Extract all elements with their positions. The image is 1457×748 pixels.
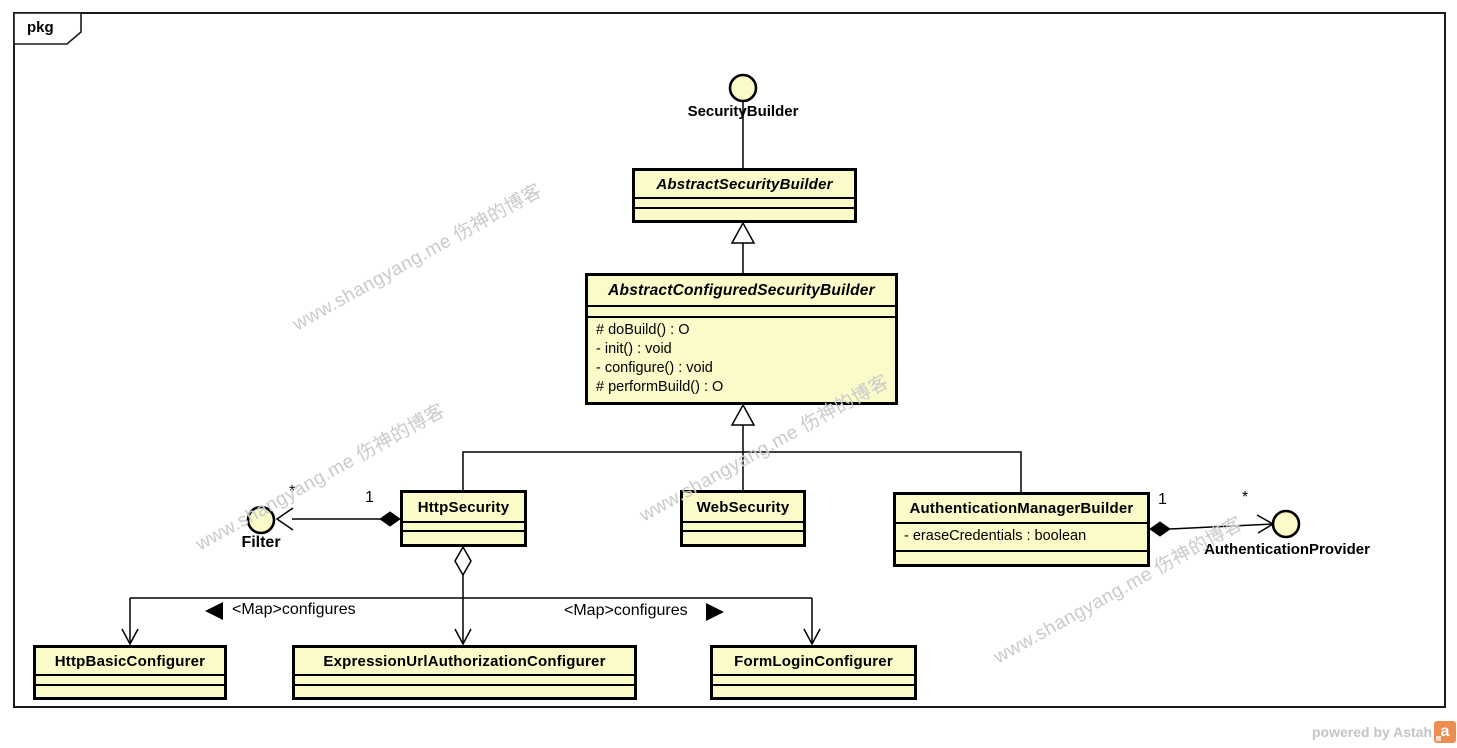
attributes-compartment [588,305,895,316]
interface-label-securitybuilder: SecurityBuilder [687,103,799,120]
attributes-compartment [635,197,854,207]
configures-bus-line [129,575,813,643]
class-expression-url-authorization-configurer: ExpressionUrlAuthorizationConfigurer [292,645,637,700]
operations-compartment [635,207,854,220]
operation: - configure() : void [596,360,713,376]
open-arrowhead-icon [275,507,294,531]
class-name: AbstractConfiguredSecurityBuilder [608,281,875,299]
operations-compartment [713,684,914,697]
attributes-compartment [403,521,524,530]
class-http-basic-configurer: HttpBasicConfigurer [33,645,227,700]
interface-label-authenticationprovider: AuthenticationProvider [1204,541,1370,558]
class-name: HttpSecurity [417,498,510,516]
class-http-security: HttpSecurity [400,490,527,547]
open-arrowhead-icon [454,628,472,646]
attribute: - eraseCredentials : boolean [904,528,1087,544]
attributes-compartment [295,674,634,684]
class-name: ExpressionUrlAuthorizationConfigurer [323,652,606,670]
diagram-frame-border [13,12,1446,708]
configures-label-right: <Map>configures [564,602,688,619]
generalization-triangle-icon [730,221,756,244]
interface-circle-authenticationprovider [1271,509,1301,539]
multiplicity-filter-end: * [289,483,296,500]
generalization-bus-line [462,451,1022,492]
operations-compartment [896,550,1147,564]
class-name: WebSecurity [696,498,790,516]
interface-label-filter: Filter [241,534,281,551]
frame-kind-label: pkg [27,19,54,36]
configures-direction-left-icon [205,602,223,620]
class-web-security: WebSecurity [680,490,806,547]
interface-circle-filter [246,505,276,535]
open-arrowhead-icon [121,628,139,646]
operations-compartment [683,530,803,544]
class-abstract-configured-security-builder: AbstractConfiguredSecurityBuilder # doBu… [585,273,898,405]
attributes-compartment [36,674,224,684]
class-form-login-configurer: FormLoginConfigurer [710,645,917,700]
class-name: AbstractSecurityBuilder [656,175,833,193]
configures-label-left: <Map>configures [232,601,356,618]
class-name: FormLoginConfigurer [734,652,893,670]
operations-compartment [295,684,634,697]
attributes-compartment: - eraseCredentials : boolean [896,522,1147,550]
class-authentication-manager-builder: AuthenticationManagerBuilder - eraseCred… [893,492,1150,567]
class-name: AuthenticationManagerBuilder [909,500,1134,517]
composition-line-authprovider [1169,523,1274,530]
composition-diamond-icon [1149,521,1171,537]
operations-compartment [403,530,524,544]
multiplicity-httpsecurity-end: 1 [365,489,374,506]
pkg-tab-shape [13,12,82,45]
composition-diamond-icon [379,511,401,527]
multiplicity-authmanager-end: 1 [1158,491,1167,508]
attributes-compartment [713,674,914,684]
operation: - init() : void [596,341,672,357]
astah-logo-icon: a [1434,721,1456,743]
multiplicity-authprovider-end: * [1242,489,1249,506]
class-name: HttpBasicConfigurer [54,652,206,670]
operations-compartment: # doBuild() : O - init() : void - config… [588,316,895,402]
astah-logo-letter: a [1440,723,1450,740]
configures-direction-right-icon [706,603,724,621]
operation: # doBuild() : O [596,322,690,338]
operation: # performBuild() : O [596,379,724,395]
operations-compartment [36,684,224,697]
aggregation-diamond-icon [454,545,472,577]
powered-by-astah-label: powered by Astah [1312,724,1433,740]
attributes-compartment [683,521,803,530]
class-abstract-security-builder: AbstractSecurityBuilder [632,168,857,223]
generalization-triangle-icon [730,403,756,426]
interface-circle-securitybuilder [728,73,758,103]
open-arrowhead-icon [803,628,821,646]
